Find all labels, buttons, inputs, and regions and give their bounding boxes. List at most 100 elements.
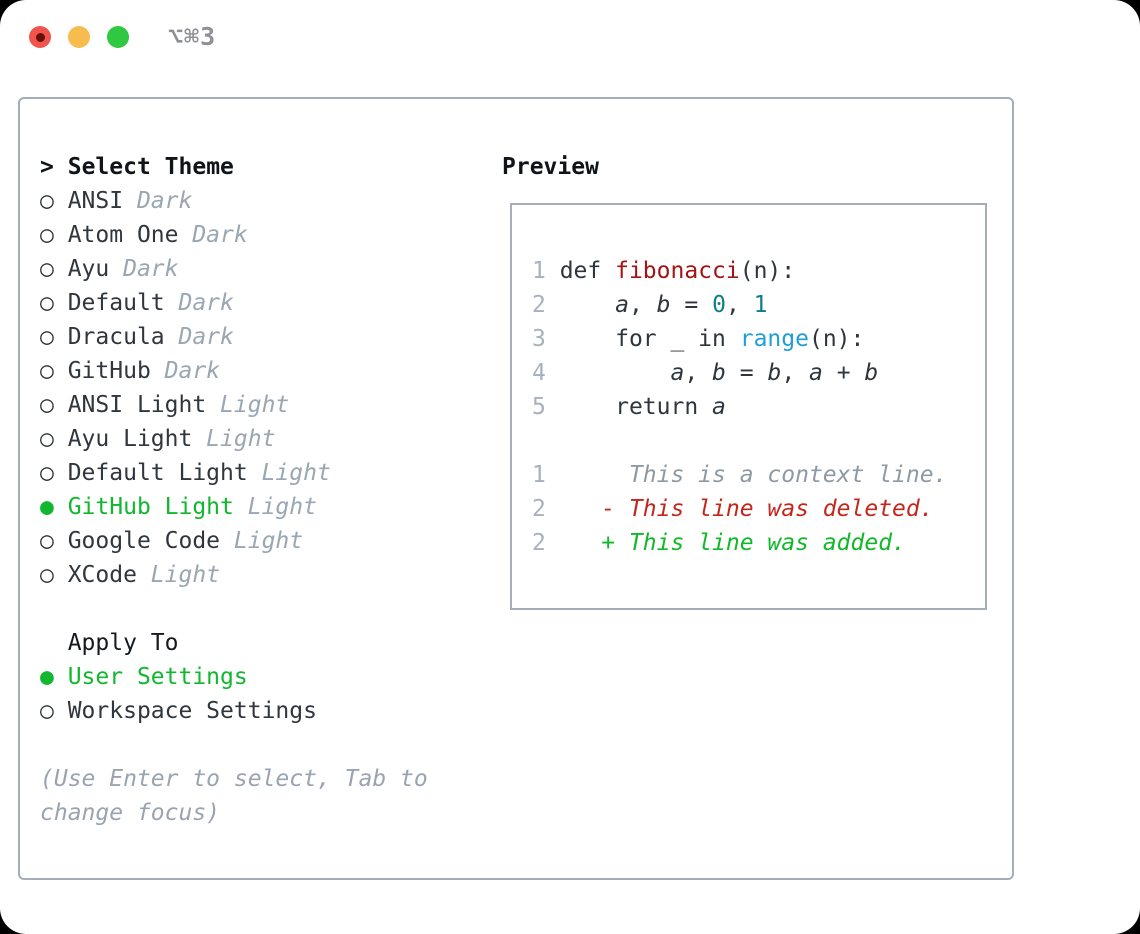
close-button[interactable] — [29, 26, 51, 48]
token-identifier-italic: b — [767, 360, 782, 386]
token-code-default: , — [725, 292, 754, 318]
option-label: Atom One — [67, 222, 179, 248]
option-label: Workspace Settings — [67, 698, 317, 724]
token-identifier-italic: b — [656, 292, 671, 318]
apply-to-option[interactable]: ● User Settings — [40, 660, 480, 694]
radio-unselected-icon: ○ — [40, 188, 68, 214]
option-label: Default Light — [67, 460, 248, 486]
preview-column: Preview 1 def fibonacci(n):2 a, b = 0, 1… — [502, 150, 987, 610]
token-code-default: = — [725, 360, 768, 386]
apply-to-option[interactable]: ○ Workspace Settings — [40, 694, 480, 728]
code-line — [532, 424, 985, 458]
radio-unselected-icon: ○ — [40, 562, 68, 588]
select-theme-header: > Select Theme — [40, 150, 480, 184]
option-label: GitHub — [67, 358, 151, 384]
option-label: ANSI Light — [67, 392, 207, 418]
token-code-default: , — [684, 360, 713, 386]
theme-option[interactable]: ○ Default Dark — [40, 286, 480, 320]
token-number-literal: 1 — [753, 292, 768, 318]
token-identifier-italic: b — [864, 360, 879, 386]
focus-caret-icon: > — [40, 154, 54, 180]
theme-option[interactable]: ○ Google Code Light — [40, 524, 480, 558]
radio-selected-icon: ● — [40, 494, 68, 520]
zoom-button[interactable] — [107, 26, 129, 48]
token-code-default: + — [822, 360, 865, 386]
option-variant-label: Light — [247, 460, 331, 486]
apply-to-header: Apply To — [67, 630, 179, 656]
token-code-default: (n): — [808, 326, 865, 352]
option-label: Ayu — [67, 256, 110, 282]
radio-unselected-icon: ○ — [40, 392, 68, 418]
option-label: Default — [67, 290, 165, 316]
token-number-literal: 0 — [712, 292, 726, 318]
option-label: XCode — [67, 562, 137, 588]
code-line: 4 a, b = b, a + b — [532, 356, 985, 390]
theme-option[interactable]: ○ Ayu Light Light — [40, 422, 480, 456]
option-variant-label: Light — [233, 494, 317, 520]
token-line-number: 2 — [532, 530, 546, 556]
token-diff-added-line: + This line was added. — [545, 530, 906, 556]
theme-option[interactable]: ○ ANSI Light Light — [40, 388, 480, 422]
option-variant-label: Light — [220, 528, 304, 554]
option-variant-label: Light — [136, 562, 221, 588]
token-code-default: for _ in — [545, 326, 740, 352]
token-diff-deleted-line: - This line was deleted. — [545, 496, 934, 522]
minimize-button[interactable] — [68, 26, 90, 48]
option-label: GitHub Light — [67, 494, 234, 520]
option-variant-label: Dark — [123, 188, 193, 214]
theme-option[interactable]: ● GitHub Light Light — [40, 490, 480, 524]
spacer — [40, 728, 480, 762]
token-code-default: , — [628, 292, 657, 318]
radio-unselected-icon: ○ — [40, 358, 68, 384]
radio-unselected-icon: ○ — [40, 324, 68, 350]
code-line: 1 This is a context line. — [532, 458, 985, 492]
titlebar: ⌥⌘3 — [0, 0, 1140, 75]
option-variant-label: Light — [192, 426, 276, 452]
token-line-number: 2 — [532, 292, 546, 318]
theme-option[interactable]: ○ Ayu Dark — [40, 252, 480, 286]
code-line: 5 return a — [532, 390, 985, 424]
theme-picker-panel: > Select Theme ○ ANSI Dark○ Atom One Dar… — [18, 97, 1014, 880]
apply-to-options: ● User Settings○ Workspace Settings — [40, 660, 480, 728]
theme-option[interactable]: ○ GitHub Dark — [40, 354, 480, 388]
token-line-number: 3 — [532, 326, 546, 352]
token-function-name: fibonacci — [615, 258, 740, 284]
option-variant-label: Dark — [164, 324, 234, 350]
token-code-default: return — [545, 394, 713, 420]
token-identifier-italic: b — [712, 360, 726, 386]
radio-unselected-icon: ○ — [40, 222, 68, 248]
option-variant-label: Dark — [164, 290, 234, 316]
radio-unselected-icon: ○ — [40, 256, 68, 282]
radio-unselected-icon: ○ — [40, 528, 68, 554]
theme-option[interactable]: ○ XCode Light — [40, 558, 480, 592]
select-theme-header-label: Select Theme — [67, 154, 234, 180]
theme-option[interactable]: ○ Atom One Dark — [40, 218, 480, 252]
token-identifier-italic: a — [809, 360, 823, 386]
code-line: 2 + This line was added. — [532, 526, 985, 560]
token-code-default: = — [670, 292, 713, 318]
token-line-number: 2 — [532, 496, 546, 522]
theme-option[interactable]: ○ Default Light Light — [40, 456, 480, 490]
option-label: Ayu Light — [67, 426, 193, 452]
radio-selected-icon: ● — [40, 664, 68, 690]
token-identifier-italic: a — [712, 394, 726, 420]
preview-header: Preview — [502, 154, 599, 180]
code-line: 3 for _ in range(n): — [532, 322, 985, 356]
token-code-default: (n): — [739, 258, 796, 284]
option-variant-label: Dark — [150, 358, 221, 384]
option-label: User Settings — [67, 664, 248, 690]
token-code-default: , — [781, 360, 810, 386]
theme-option[interactable]: ○ Dracula Dark — [40, 320, 480, 354]
token-identifier-italic: a — [615, 292, 629, 318]
theme-option[interactable]: ○ ANSI Dark — [40, 184, 480, 218]
radio-unselected-icon: ○ — [40, 426, 68, 452]
theme-options: ○ ANSI Dark○ Atom One Dark○ Ayu Dark○ De… — [40, 184, 480, 592]
close-dot-icon — [35, 32, 45, 42]
option-label: Google Code — [67, 528, 221, 554]
token-line-number: 1 — [532, 462, 546, 488]
option-variant-label: Dark — [109, 256, 179, 282]
spacer — [40, 592, 480, 626]
option-variant-label: Light — [206, 392, 290, 418]
